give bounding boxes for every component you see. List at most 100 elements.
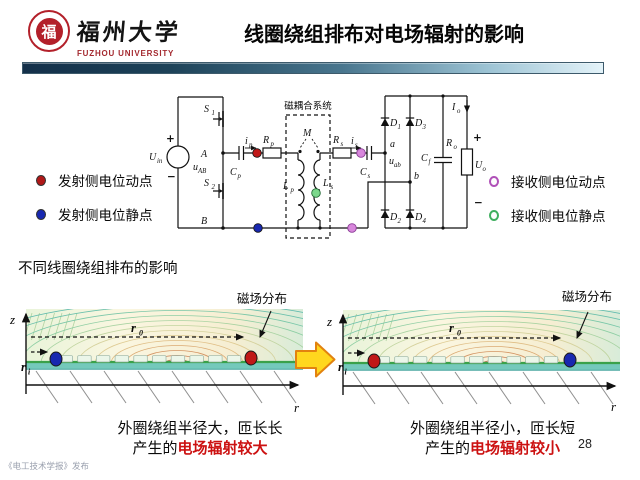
circuit-label-s2-sub: 2 xyxy=(212,184,216,191)
left-r0-label: r xyxy=(131,321,136,335)
circuit-label-uab2: u xyxy=(389,156,394,167)
left-r-label: r xyxy=(294,400,300,415)
university-name-cn: 福州大学 xyxy=(75,20,182,45)
left-plot-inner-dot xyxy=(49,351,63,367)
circuit-label-ls: L xyxy=(322,178,329,189)
circuit-label-lp: L xyxy=(282,181,289,192)
circuit-label-plus2: + xyxy=(473,132,482,144)
circuit-label-cp-sub: p xyxy=(237,173,242,180)
circuit-label-d4: D xyxy=(414,212,423,223)
circuit-label-plus1: + xyxy=(166,133,175,145)
circuit-label-ip: i xyxy=(245,136,248,147)
green-dot-icon xyxy=(489,209,499,221)
caption-right-line1: 外圈绕组半径小，匝长短 xyxy=(409,420,575,437)
circuit-label-d4-sub: 4 xyxy=(423,218,427,225)
circuit-label-m: M xyxy=(302,128,312,139)
transmit-legend: 发射侧电位动点发射侧电位静点 xyxy=(36,170,153,238)
circuit-label-uo-sub: o xyxy=(483,166,487,173)
caption-right-highlight: 电场辐射较小 xyxy=(470,440,561,457)
left-field-label: 磁场分布 xyxy=(237,291,287,306)
circuit-label-cs-sub: s xyxy=(368,173,371,180)
footer-source: 《电工技术学报》发布 xyxy=(4,461,90,471)
legend-item: 接收侧电位静点 xyxy=(489,205,606,225)
circuit-label-minus1: − xyxy=(167,171,176,183)
left-ri-label: r xyxy=(21,360,26,374)
university-seal-icon: 福 xyxy=(28,10,70,52)
circuit-label-cf-sub: f xyxy=(429,159,432,166)
left-z-label: z xyxy=(9,312,15,327)
tx-static-point-dot xyxy=(253,223,263,233)
circuit-label-d2: D xyxy=(389,212,398,223)
receive-legend: 接收侧电位动点接收侧电位静点 xyxy=(489,171,606,239)
legend-item: 接收侧电位动点 xyxy=(489,171,606,191)
right-r0-sub: 0 xyxy=(457,329,461,338)
circuit-label-s2: S xyxy=(204,178,209,189)
circuit-label-uin: U xyxy=(149,152,157,163)
circuit-label-d1: D xyxy=(389,118,398,129)
right-ri-sub: i xyxy=(345,368,348,377)
coupling-box-label: 磁耦合系统 xyxy=(284,100,332,112)
caption-left: 外圈绕组半径大，匝长长 产生的电场辐射较大 xyxy=(55,419,345,459)
legend-label: 发射侧电位静点 xyxy=(58,208,153,223)
circuit-label-uin-sub: in xyxy=(157,158,163,165)
legend-item: 发射侧电位动点 xyxy=(36,170,153,190)
caption-left-highlight: 电场辐射较大 xyxy=(177,440,268,457)
circuit-label-s1: S xyxy=(204,104,209,115)
circuit-label-rs-sub: s xyxy=(341,141,344,148)
circuit-label-nodeA: A xyxy=(200,149,208,160)
caption-right-prefix: 产生的 xyxy=(424,440,470,457)
left-r0-sub: 0 xyxy=(139,329,143,338)
circuit-label-is-sub: s xyxy=(355,142,358,149)
circuit-label-s1-sub: 1 xyxy=(212,110,215,117)
field-plots: 磁场分布 z r r 0 r i 磁场分布 z r r 0 r i xyxy=(0,289,640,422)
circuit-label-ro-sub: o xyxy=(454,144,458,151)
right-plot-outer-dot xyxy=(563,352,577,368)
circuit-label-minus2: − xyxy=(474,197,483,209)
circuit-label-io: I xyxy=(451,102,456,113)
circuit-junction-dots xyxy=(221,94,445,230)
legend-label: 接收侧电位静点 xyxy=(511,209,606,224)
right-r-label: r xyxy=(611,399,617,414)
circuit-label-ls-sub: s xyxy=(331,184,334,191)
circuit-diodes xyxy=(219,117,415,218)
circuit-label-uab1: u xyxy=(193,162,198,173)
page-number: 28 xyxy=(578,437,592,451)
caption-left-prefix: 产生的 xyxy=(132,440,178,457)
circuit-label-ro: R xyxy=(445,138,452,149)
circuit-label-uab2-sub: ab xyxy=(394,162,401,169)
caption-left-line2: 产生的电场辐射较大 xyxy=(55,439,345,459)
circuit-label-lp-sub: p xyxy=(290,187,295,194)
circuit-label-rp: R xyxy=(262,135,269,146)
circuit-label-rp-sub: p xyxy=(270,141,275,148)
circuit-label-io-sub: o xyxy=(457,108,461,115)
circuit-label-cs: C xyxy=(360,167,367,178)
right-r0-label: r xyxy=(449,321,454,335)
left-plot-outer-dot xyxy=(244,350,258,366)
legend-item: 发射侧电位静点 xyxy=(36,204,153,224)
circuit-label-nodea: a xyxy=(390,139,395,150)
red-dot-icon xyxy=(36,174,46,186)
seal-character: 福 xyxy=(35,17,63,45)
circuit-label-ip-sub: p xyxy=(248,142,253,149)
section-title: 不同线圈绕组排布的影响 xyxy=(18,261,178,277)
left-ri-sub: i xyxy=(28,368,31,377)
rx-dynamic-point-dot-2 xyxy=(347,223,357,233)
blue-dot-icon xyxy=(36,208,46,220)
right-ri-label: r xyxy=(338,360,343,374)
caption-right-line2: 产生的电场辐射较小 xyxy=(360,439,625,459)
circuit-label-rs: R xyxy=(332,135,339,146)
rx-dynamic-point-dot-1 xyxy=(356,148,366,158)
circuit-label-is: i xyxy=(351,136,354,147)
circuit-label-d2-sub: 2 xyxy=(398,218,402,225)
legend-label: 发射侧电位动点 xyxy=(58,174,153,189)
circuit-label-d3: D xyxy=(414,118,423,129)
yellow-right-arrow-icon xyxy=(295,341,336,378)
right-z-label: z xyxy=(326,314,332,329)
circuit-label-uo: U xyxy=(475,160,483,171)
circuit-label-d3-sub: 3 xyxy=(422,124,427,131)
circuit-label-cp: C xyxy=(230,167,237,178)
header-divider-bar xyxy=(22,62,604,74)
